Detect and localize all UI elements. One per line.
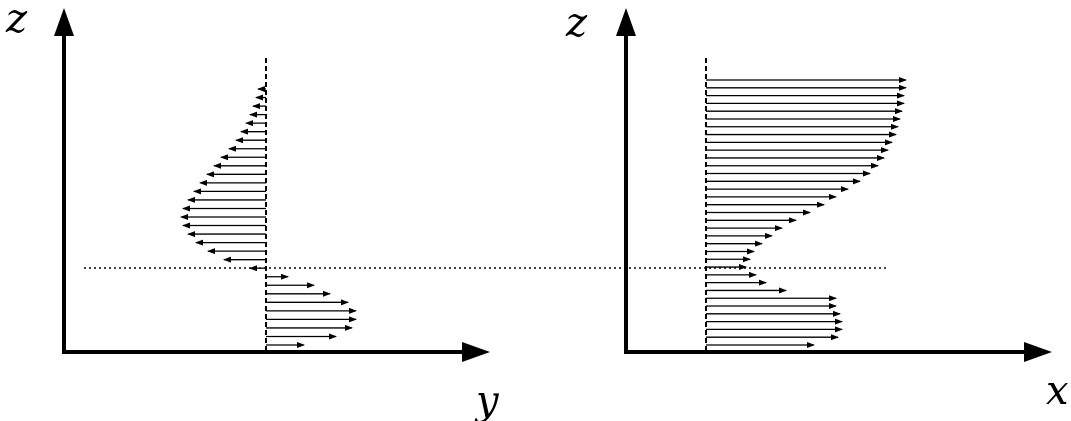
- right-panel: z x: [565, 0, 1069, 414]
- right-z-axis-arrowhead: [616, 8, 636, 36]
- left-z-axis-label: z: [5, 0, 28, 42]
- right-x-axis-label: x: [1046, 368, 1069, 414]
- left-velocity-arrows: [180, 86, 357, 348]
- left-y-axis-arrowhead: [462, 342, 490, 362]
- right-z-axis-label: z: [565, 0, 588, 46]
- left-panel: z y: [5, 0, 500, 421]
- right-velocity-arrows: [706, 77, 907, 348]
- right-x-axis-arrowhead: [1024, 342, 1052, 362]
- left-y-axis-label: y: [474, 378, 500, 421]
- left-z-axis-arrowhead: [54, 8, 74, 36]
